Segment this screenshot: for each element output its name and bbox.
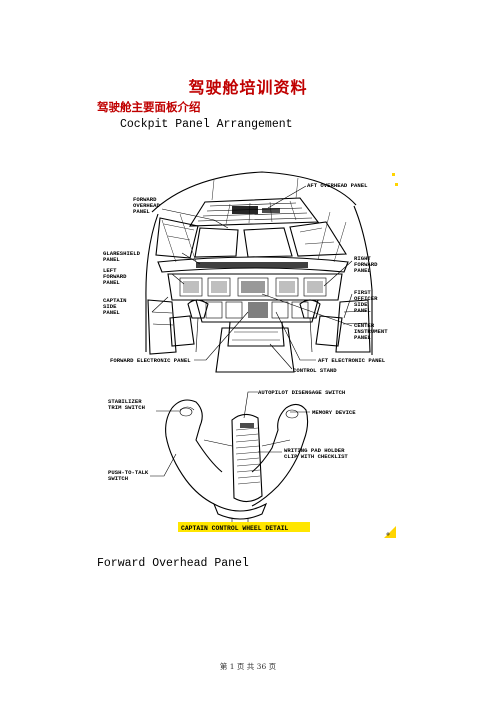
label-right-forward-3: PANEL: [354, 267, 371, 274]
label-center-instrument-2: INSTRUMENT: [354, 328, 388, 335]
label-forward-overhead-2: OVERHEAD: [133, 202, 160, 209]
label-forward-electronic: FORWARD ELECTRONIC PANEL: [110, 357, 191, 364]
corner-mark-cross: [386, 532, 390, 536]
label-center-instrument-1: CENTER: [354, 322, 375, 329]
marker-dot: [392, 173, 395, 176]
subtitle-chinese: 驾驶舱主要面板介绍: [97, 100, 201, 114]
label-first-officer-4: PANEL: [354, 307, 371, 314]
label-first-officer-2: OFFICER: [354, 295, 378, 302]
label-first-officer-1: FIRST: [354, 289, 371, 296]
label-control-stand: CONTROL STAND: [293, 367, 337, 374]
label-writing-pad-1: WRITING PAD HOLDER: [284, 447, 345, 454]
label-writing-pad-2: CLIP WITH CHECKLIST: [284, 453, 348, 460]
label-aft-overhead: AFT OVERHEAD PANEL: [307, 182, 368, 189]
label-captain-side-1: CAPTAIN: [103, 297, 127, 304]
label-glareshield-1: GLARESHIELD: [103, 250, 141, 257]
label-memory: MEMORY DEVICE: [312, 409, 356, 416]
page-footer: 第 1 页 共 36 页: [219, 662, 277, 671]
label-forward-overhead-3: PANEL: [133, 208, 150, 215]
label-autopilot: AUTOPILOT DISENGAGE SWITCH: [258, 389, 345, 396]
label-captain-side-3: PANEL: [103, 309, 120, 316]
figure2-caption: CAPTAIN CONTROL WHEEL DETAIL: [181, 525, 289, 532]
section-heading: Forward Overhead Panel: [97, 557, 249, 570]
figure2-leaders: [150, 391, 310, 477]
marker-dot: [395, 183, 398, 186]
cockpit-drawing: [145, 171, 373, 373]
label-push-to-talk-1: PUSH-TO-TALK: [108, 469, 149, 476]
label-stabilizer-1: STABILIZER: [108, 398, 142, 405]
label-aft-electronic: AFT ELECTRONIC PANEL: [318, 357, 386, 364]
document-title: 驾驶舱培训资料: [188, 78, 308, 97]
label-right-forward-1: RIGHT: [354, 255, 371, 262]
label-left-forward-3: PANEL: [103, 279, 120, 286]
figure2-labels: STABILIZER TRIM SWITCH AUTOPILOT DISENGA…: [108, 389, 356, 482]
label-first-officer-3: SIDE: [354, 301, 368, 308]
label-left-forward-1: LEFT: [103, 267, 117, 274]
label-left-forward-2: FORWARD: [103, 273, 127, 280]
label-push-to-talk-2: SWITCH: [108, 475, 128, 482]
label-center-instrument-3: PANEL: [354, 334, 371, 341]
caption-highlight: [178, 522, 310, 532]
label-right-forward-2: FORWARD: [354, 261, 378, 268]
figure1-labels: AFT OVERHEAD PANEL FORWARD OVERHEAD PANE…: [103, 182, 388, 374]
label-glareshield-2: PANEL: [103, 256, 120, 263]
label-forward-overhead-1: FORWARD: [133, 196, 157, 203]
control-wheel-drawing: [165, 399, 309, 528]
figure1-leaders: [151, 185, 353, 370]
corner-mark: [384, 526, 396, 538]
label-captain-side-2: SIDE: [103, 303, 117, 310]
subtitle-english: Cockpit Panel Arrangement: [120, 118, 293, 131]
label-stabilizer-2: TRIM SWITCH: [108, 404, 145, 411]
